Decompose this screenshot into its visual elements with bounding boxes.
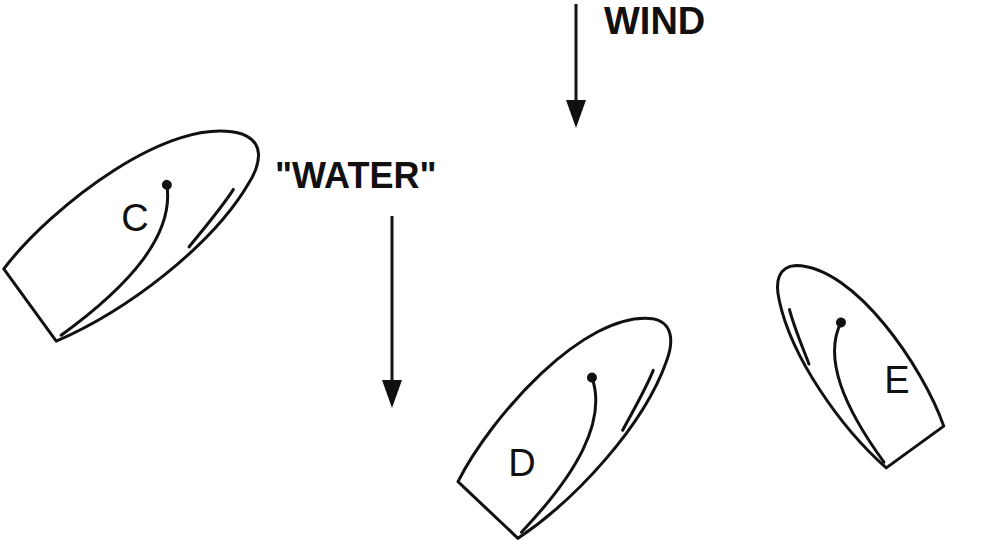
sailboat-hull: D [445, 312, 677, 540]
hull-outline [445, 312, 677, 540]
sailboat-hull: E [765, 258, 965, 490]
jib [609, 370, 667, 430]
mast [585, 370, 599, 384]
jib [177, 189, 245, 247]
mast [160, 178, 174, 192]
hull-outline [765, 258, 965, 490]
boat-letter: D [508, 444, 535, 482]
water-arrow-shaft [391, 216, 394, 385]
hull [0, 93, 287, 349]
jib [776, 310, 822, 364]
boat-letter: C [121, 199, 148, 237]
hull [750, 240, 954, 472]
boat-drawing [447, 285, 701, 540]
boat-drawing [750, 240, 954, 472]
mainsail [26, 185, 202, 335]
mast [834, 315, 848, 329]
boat-drawing [0, 93, 287, 349]
diagram-label: WIND [604, 2, 705, 40]
hull-outline [0, 125, 275, 350]
water-arrow-head [382, 380, 402, 408]
wind-arrow-head [566, 100, 586, 128]
wind-arrow-shaft [575, 4, 578, 104]
diagram-label: "WATER" [275, 158, 436, 194]
hull [447, 285, 701, 540]
mainsail [803, 322, 923, 462]
sailboat-hull: C [0, 125, 275, 350]
mainsail [481, 378, 631, 533]
wind-arrow [566, 4, 586, 128]
water-arrow [382, 216, 402, 408]
boat-letter: E [884, 361, 909, 399]
